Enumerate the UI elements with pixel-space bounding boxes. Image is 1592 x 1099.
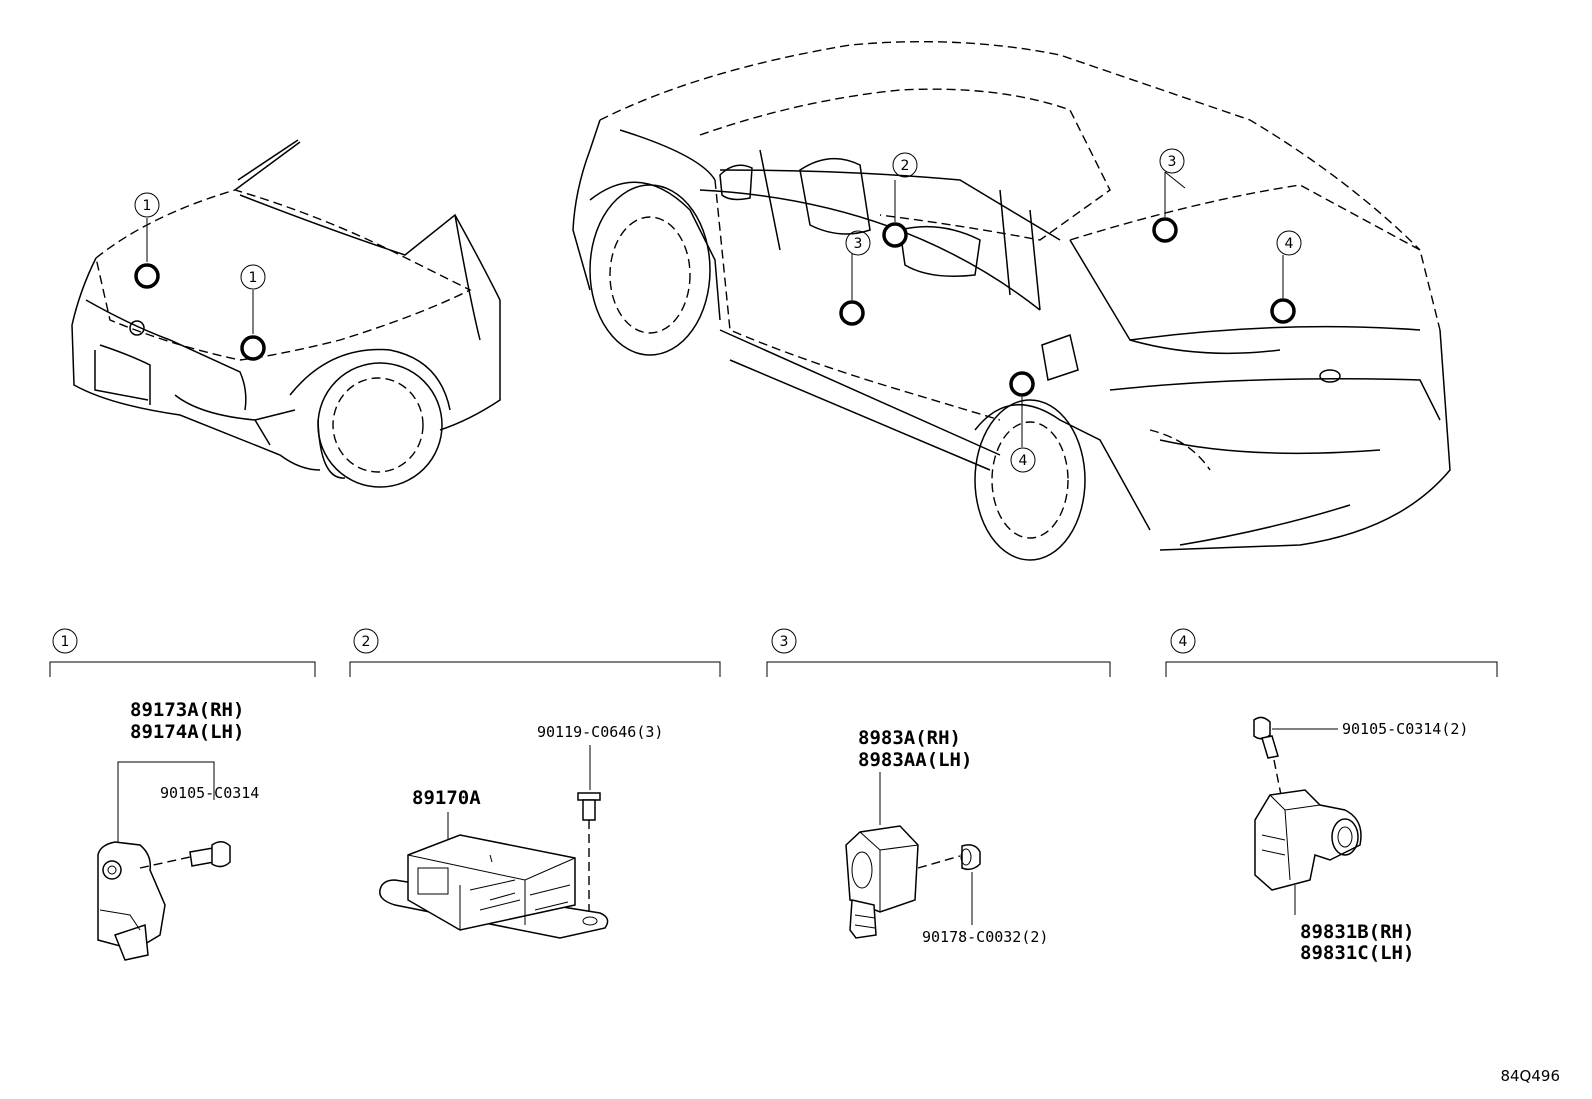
group-bracket-1: 1 (49, 628, 316, 677)
part-label-8983AA: 8983AA(LH) (858, 749, 972, 771)
airbag-sensor-rear (1254, 789, 1362, 891)
part-label-89831B: 89831B(RH) (1300, 921, 1414, 943)
svg-text:2: 2 (362, 634, 371, 650)
nut-label-90178-C0032: 90178-C0032(2) (922, 928, 1048, 946)
bolt-90105-C0314 (189, 847, 215, 867)
svg-text:1: 1 (61, 634, 70, 650)
diagram-reference-code: 84Q496 (1500, 1067, 1560, 1085)
callout-4a: 4 (1276, 230, 1302, 256)
group-3-parts: 8983A(RH) 8983AA(LH) 90178-C0032(2) (845, 727, 1048, 946)
front-car-illustration (71, 139, 501, 488)
group-bracket-3: 3 (766, 628, 1111, 677)
part-label-89174A: 89174A(LH) (130, 721, 244, 743)
callout-3b: 3 (1159, 148, 1185, 174)
airbag-sensor-side (845, 825, 919, 913)
svg-text:4: 4 (1019, 453, 1028, 469)
bolt-label-90105-C0314-2: 90105-C0314(2) (1342, 720, 1468, 738)
group-bracket-4: 4 (1165, 628, 1498, 677)
callout-3a: 3 (845, 230, 871, 256)
callout-1b: 1 (240, 264, 266, 290)
bolt-label-90119-C0646: 90119-C0646(3) (537, 723, 663, 741)
callout-4b: 4 (1010, 447, 1036, 473)
group-4-parts: 90105-C0314(2) 89831B(RH) 89831C(LH) (1253, 716, 1468, 964)
rear-car-illustration (572, 40, 1451, 561)
svg-text:4: 4 (1179, 634, 1188, 650)
svg-text:3: 3 (1168, 154, 1177, 170)
callout-1a: 1 (134, 192, 160, 218)
airbag-ecu-89170A (407, 834, 576, 931)
bolt-label-90105-C0314: 90105-C0314 (160, 784, 259, 802)
svg-text:1: 1 (249, 270, 258, 286)
svg-text:2: 2 (901, 158, 910, 174)
unit-label-89170A: 89170A (412, 787, 481, 809)
group-2-parts: 89170A 90119-C0646(3) (379, 723, 663, 939)
bolt-90119-C0646 (582, 799, 596, 821)
svg-text:4: 4 (1285, 236, 1294, 252)
svg-text:3: 3 (854, 236, 863, 252)
bolt-90105-C0314-2 (1253, 716, 1271, 740)
crash-sensor-front (97, 841, 166, 951)
svg-text:1: 1 (143, 198, 152, 214)
callout-2: 2 (892, 152, 918, 178)
svg-text:3: 3 (780, 634, 789, 650)
part-label-8983A: 8983A(RH) (858, 727, 961, 749)
part-label-89173A: 89173A(RH) (130, 699, 244, 721)
part-label-89831C: 89831C(LH) (1300, 942, 1414, 964)
group-bracket-2: 2 (349, 628, 721, 677)
group-1-parts: 89173A(RH) 89174A(LH) 90105-C0314 (97, 699, 259, 961)
